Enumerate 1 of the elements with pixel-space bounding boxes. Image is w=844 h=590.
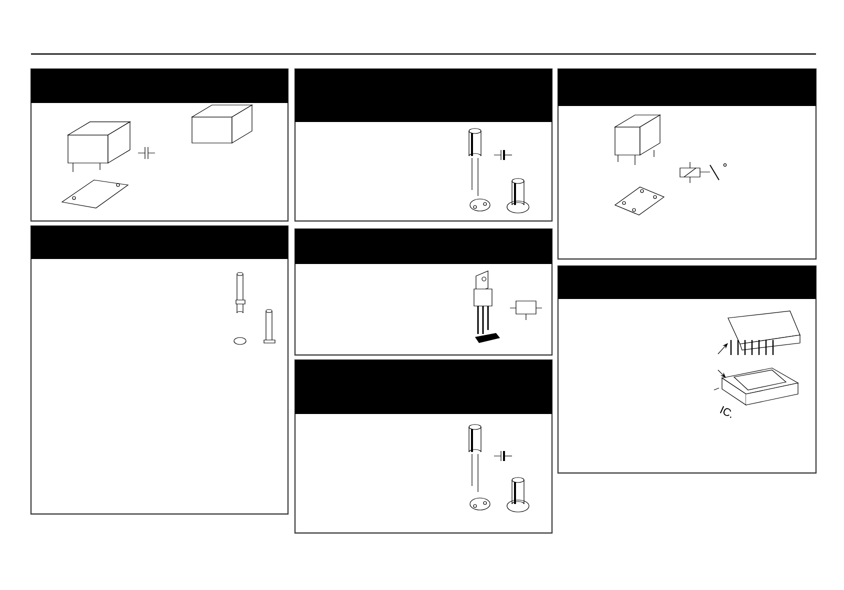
ic-marking: IC. [720,406,732,418]
